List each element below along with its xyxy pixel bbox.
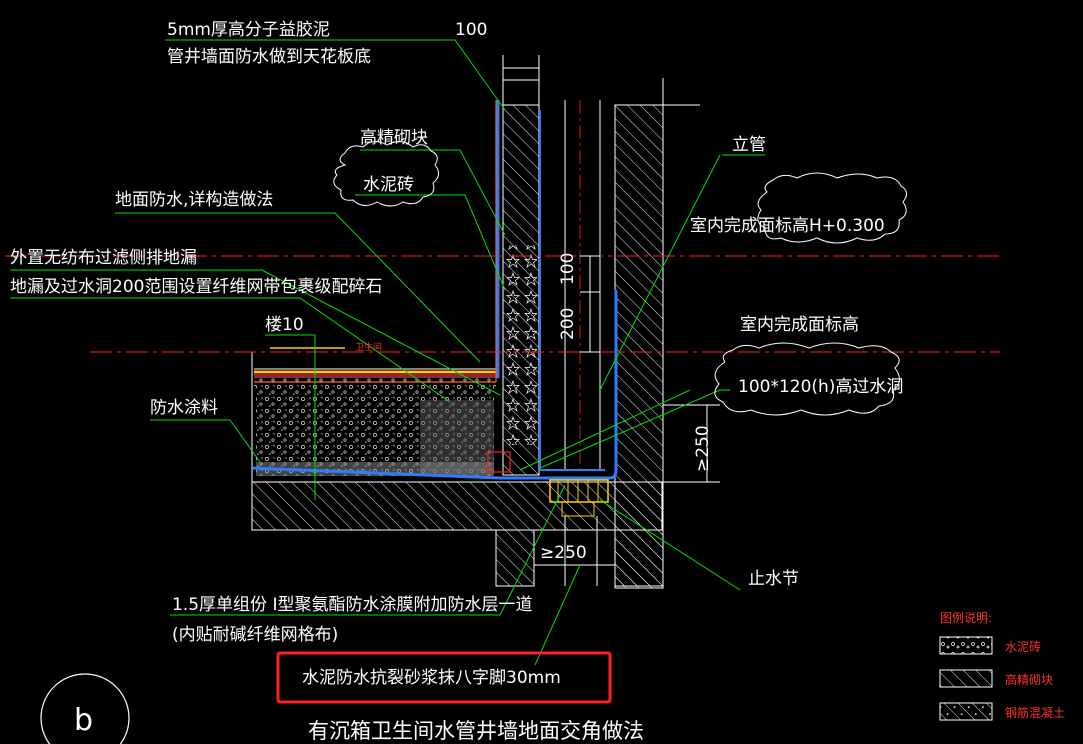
annotation-labels: 5mm厚高分子益胶泥 管井墙面防水做到天花板底 100 高精砌块 水泥砖 立管 …	[10, 20, 903, 645]
label-dim-250-bottom: ≥250	[540, 543, 587, 563]
dimensions	[502, 55, 720, 566]
label-drain-side: 外置无纺布过滤侧排地漏	[10, 248, 197, 268]
label-dim-250-right: ≥250	[693, 425, 713, 472]
label-water-stop: 止水节	[748, 569, 799, 589]
label-putty: 5mm厚高分子益胶泥	[167, 20, 330, 40]
label-floor10: 楼10	[265, 315, 304, 335]
cloud-markers	[333, 141, 907, 416]
label-wp-coating: 防水涂料	[150, 398, 218, 418]
label-bathroom: 卫生间	[355, 341, 382, 353]
label-cement-brick: 水泥砖	[363, 175, 414, 195]
label-dim-100-mid: 100	[558, 253, 578, 285]
label-mesh: (内贴耐碱纤维网格布)	[172, 625, 338, 645]
floor-finish-layers	[254, 368, 498, 388]
label-riser: 立管	[732, 135, 766, 155]
legend-swatch-block	[939, 669, 993, 688]
label-finish-level: 室内完成面标高	[740, 315, 859, 335]
label-shaft-wall: 管井墙面防水做到天花板底	[167, 47, 371, 67]
legend-item-brick: 水泥砖	[1005, 639, 1041, 654]
label-membrane: 1.5厚单组份 I型聚氨酯防水涂膜附加防水层一道	[172, 595, 532, 615]
legend: 图例说明: 水泥砖 高精砌块 钢筋混凝土	[939, 610, 1065, 721]
legend-item-block: 高精砌块	[1005, 672, 1053, 687]
structural-slab	[251, 352, 664, 587]
section-marker: b	[40, 673, 130, 744]
legend-item-concrete: 钢筋混凝土	[1005, 705, 1065, 720]
label-hole: 100*120(h)高过水洞	[738, 377, 903, 397]
legend-heading: 图例说明:	[940, 610, 992, 625]
label-dim-100-top: 100	[455, 20, 487, 40]
label-drain-hole: 地漏及过水洞200范围设置纤维网带包裹级配碎石	[10, 277, 382, 297]
backfill-gravel	[256, 388, 494, 476]
waterproof-membrane	[251, 100, 618, 480]
legend-swatch-brick	[939, 636, 993, 655]
label-floor-wp: 地面防水,详构造做法	[115, 190, 273, 210]
water-stop-fitting	[487, 451, 609, 586]
riser-pipe	[564, 100, 601, 470]
shaft-left-wall	[502, 79, 540, 476]
leader-lines	[10, 39, 765, 666]
label-dim-200: 200	[558, 308, 578, 340]
section-letter: b	[74, 703, 93, 738]
highlight-mortar: 水泥防水抗裂砂浆抹八字脚30mm	[276, 651, 612, 704]
drawing-title: 有沉箱卫生间水管井墙地面交角做法	[308, 719, 644, 743]
legend-swatch-concrete	[939, 702, 993, 721]
level-lines	[5, 255, 1000, 353]
label-finish-level-h: 室内完成面标高H+0.300	[690, 216, 885, 236]
label-high-block: 高精砌块	[360, 128, 428, 148]
label-mortar: 水泥防水抗裂砂浆抹八字脚30mm	[302, 668, 561, 688]
